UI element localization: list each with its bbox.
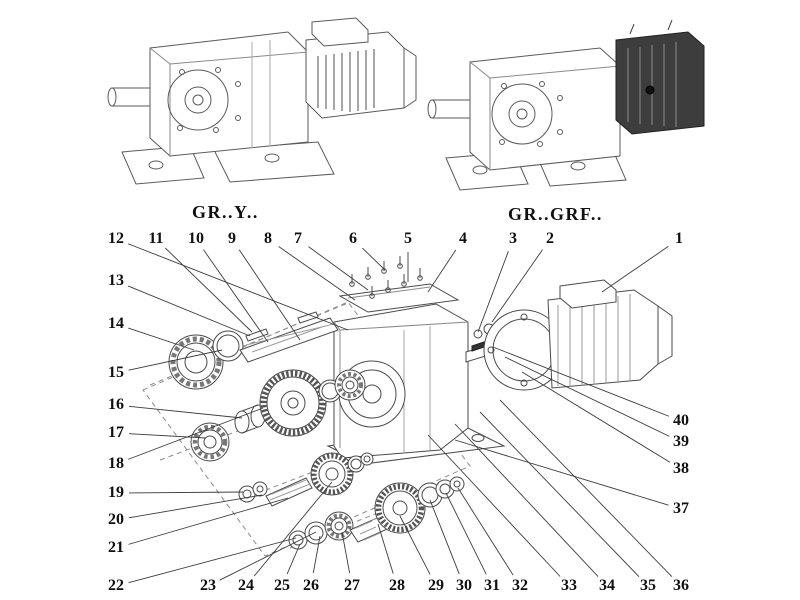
leader-line-26 [312,535,321,574]
leader-line-33 [427,434,561,577]
leader-line-23 [219,531,317,581]
leader-line-28 [377,523,394,574]
assembled-gearmotor-gr-y-drawing [107,17,417,185]
leader-line-1 [601,246,669,293]
part-number-26: 26 [303,577,319,594]
leader-line-19 [128,491,244,494]
part-number-20: 20 [108,511,124,528]
part-number-40: 40 [673,412,689,429]
part-number-18: 18 [108,455,124,472]
assembled-gearmotor-gr-grf-drawing [427,19,705,191]
part-number-3: 3 [509,230,517,247]
leader-line-22 [128,537,297,584]
part-number-10: 10 [188,230,204,247]
leader-line-15 [128,349,223,371]
model-label-gr-grf: GR..GRF.. [508,204,603,224]
leader-line-9 [238,249,301,341]
assembly-axis-guides [142,301,471,557]
leader-line-20 [128,494,263,519]
part-number-39: 39 [673,433,689,450]
leader-line-3 [477,251,509,333]
part-number-31: 31 [484,577,500,594]
part-number-5: 5 [404,230,412,247]
part-number-1: 1 [675,230,683,247]
part-number-30: 30 [456,577,472,594]
leader-line-30 [429,499,460,575]
part-number-34: 34 [599,577,615,594]
part-number-35: 35 [640,577,656,594]
part-number-38: 38 [673,460,689,477]
part-number-6: 6 [349,230,357,247]
leader-line-32 [457,487,514,576]
leader-line-12 [127,243,349,331]
part-number-25: 25 [274,577,290,594]
leader-line-25 [286,543,301,575]
leader-line-39 [504,356,670,437]
leader-line-35 [479,411,640,577]
part-number-23: 23 [200,577,216,594]
leader-line-31 [445,492,487,575]
leader-line-10 [203,249,269,343]
leader-line-34 [454,423,599,577]
part-number-28: 28 [389,577,405,594]
part-number-29: 29 [428,577,444,594]
part-number-33: 33 [561,577,577,594]
leader-line-18 [127,407,264,460]
leader-line-14 [128,327,195,351]
cover-bolts [349,256,423,299]
leader-line-24 [253,481,333,577]
output-shaft-cluster [288,476,465,550]
part-number-14: 14 [108,315,124,332]
part-number-2: 2 [546,230,554,247]
leader-line-11 [165,247,253,333]
part-number-4: 4 [459,230,467,247]
leader-line-7 [308,246,369,291]
part-number-13: 13 [108,272,124,289]
gearbox-housing [326,283,506,465]
part-number-8: 8 [264,230,272,247]
output-shaft-and-washers [465,319,505,363]
input-shaft-cluster [168,311,366,462]
leader-line-40 [492,346,670,417]
leader-line-4 [427,249,457,293]
part-number-9: 9 [228,230,236,247]
part-number-11: 11 [148,230,164,247]
leader-line-37 [454,439,669,506]
leader-line-13 [127,285,251,337]
motor [483,279,673,391]
leader-line-36 [499,399,673,577]
part-number-12: 12 [108,230,124,247]
leader-line-2 [491,249,543,323]
part-number-22: 22 [108,577,124,594]
pinion-shaft-cluster [238,452,374,507]
part-number-19: 19 [108,484,124,501]
part-number-36: 36 [673,577,689,594]
part-number-27: 27 [344,577,360,594]
part-number-32: 32 [512,577,528,594]
part-number-16: 16 [108,396,124,413]
exploded-view-drawing [142,256,673,557]
leader-line-17 [128,433,207,439]
leader-line-38 [521,371,671,463]
part-number-15: 15 [108,364,124,381]
leader-line-21 [128,497,289,545]
leader-line-29 [399,515,431,575]
part-number-24: 24 [238,577,254,594]
leader-line-27 [341,531,351,574]
leader-line-8 [278,246,356,301]
part-number-17: 17 [108,424,124,441]
leader-line-16 [128,405,243,419]
model-label-gr-y: GR..Y.. [192,202,259,222]
part-number-7: 7 [294,230,302,247]
part-number-21: 21 [108,539,124,556]
part-number-37: 37 [673,500,689,517]
leader-line-6 [362,247,386,271]
